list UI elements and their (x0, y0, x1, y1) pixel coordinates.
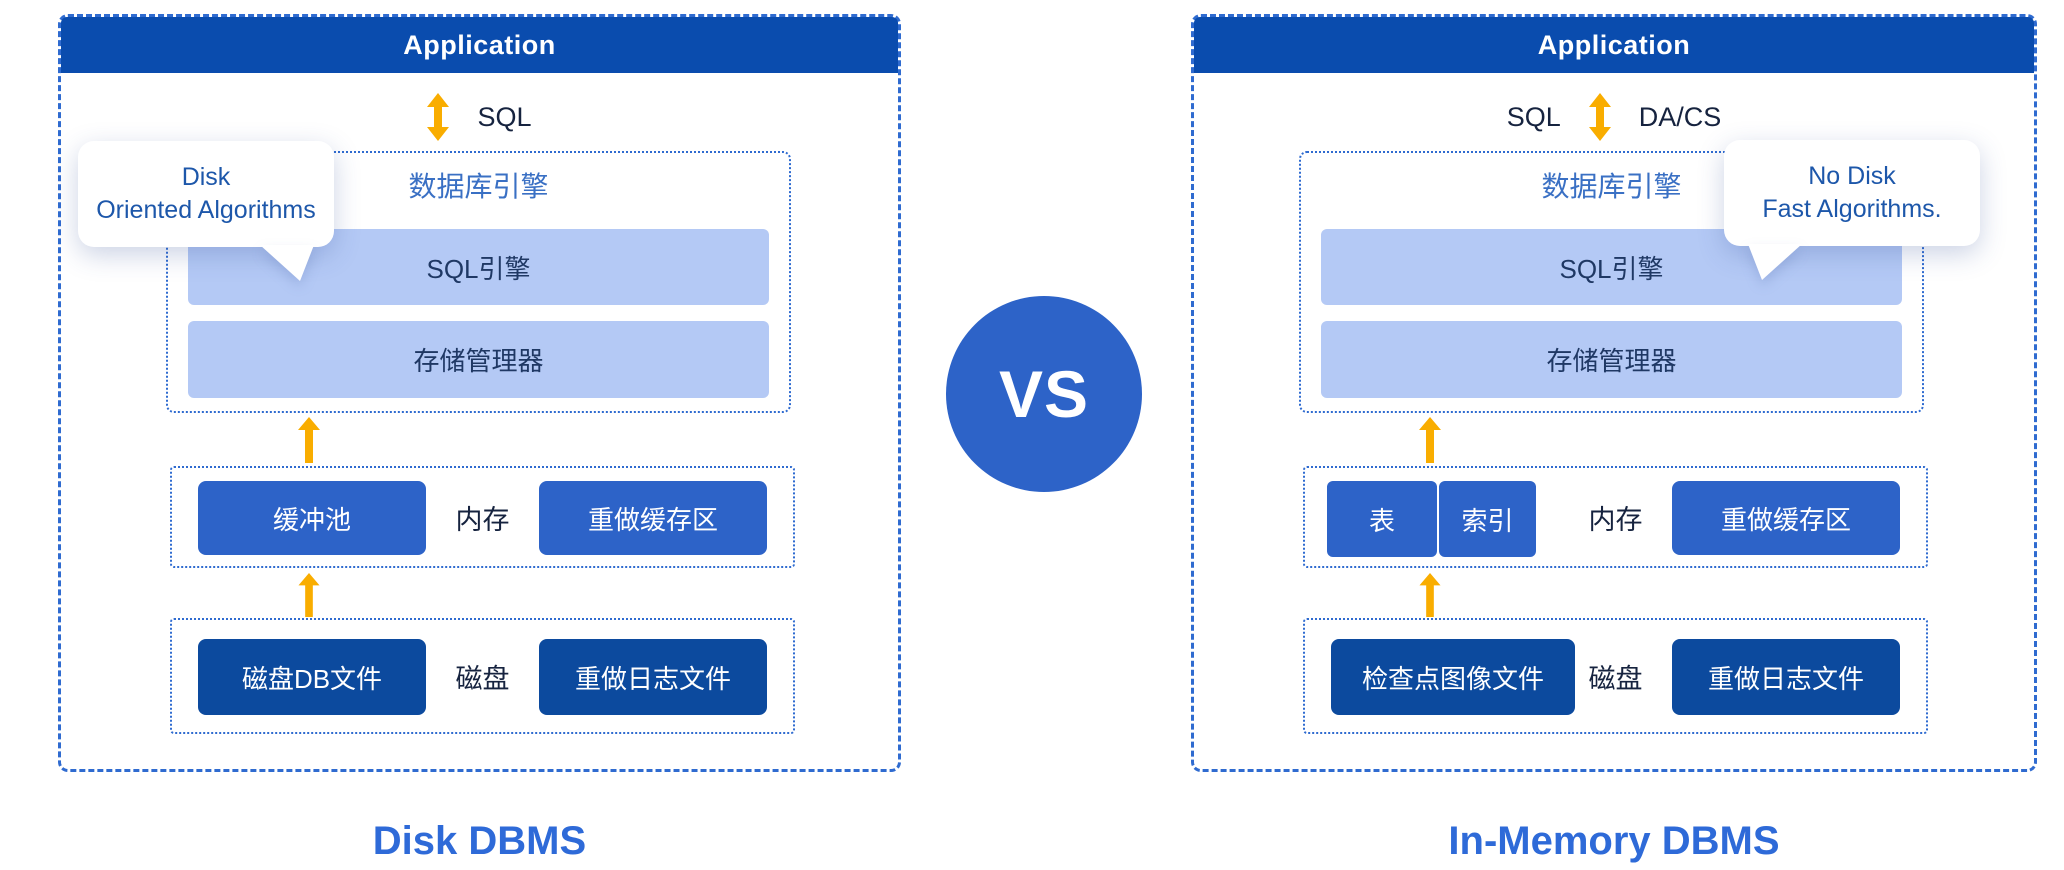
redo-log-file-box: 重做日志文件 (1672, 639, 1900, 715)
storage-manager-bar: 存储管理器 (1321, 321, 1902, 398)
memory-layer-box: 缓冲池 内存 重做缓存区 (170, 466, 795, 568)
storage-manager-bar: 存储管理器 (188, 321, 769, 398)
double-arrow-icon (427, 93, 450, 141)
callout-line: Fast Algorithms. (1762, 195, 1942, 223)
disk-layer-box: 磁盘DB文件 磁盘 重做日志文件 (170, 618, 795, 734)
sql-label: SQL (1506, 101, 1561, 132)
up-arrow-icon (1419, 417, 1441, 463)
buffer-pool-box: 缓冲池 (198, 481, 426, 555)
callout-line: No Disk (1808, 162, 1896, 190)
vs-badge: VS (946, 296, 1142, 492)
disk-dbms-panel: Application SQL 数据库引擎 SQL引擎 存储管理器 缓冲池 内存… (58, 14, 901, 772)
checkpoint-image-file-box: 检查点图像文件 (1331, 639, 1575, 715)
disk-oriented-callout: Disk Oriented Algorithms (78, 141, 334, 281)
in-memory-dbms-title: In-Memory DBMS (1448, 818, 1780, 863)
index-box: 索引 (1439, 481, 1536, 557)
table-box: 表 (1327, 481, 1437, 557)
callout-line: Oriented Algorithms (96, 196, 316, 224)
engine-title: 数据库引擎 (408, 171, 549, 202)
in-memory-dbms-panel: Application SQL DA/CS 数据库引擎 SQL引擎 存储管理器 … (1191, 14, 2037, 772)
disk-dbms-title: Disk DBMS (372, 818, 587, 863)
disk-layer-box: 检查点图像文件 磁盘 重做日志文件 (1303, 618, 1928, 734)
sql-label: SQL (477, 101, 532, 132)
no-disk-callout: No Disk Fast Algorithms. (1724, 140, 1980, 280)
sql-dacs-arrow-row: SQL DA/CS (1194, 93, 2034, 141)
callout-line: Disk (181, 163, 231, 191)
redo-log-file-box: 重做日志文件 (539, 639, 767, 715)
dacs-label: DA/CS (1638, 101, 1722, 132)
application-header: Application (61, 17, 898, 73)
callout-tail-icon (260, 245, 314, 281)
memory-layer-box: 表 索引 内存 重做缓存区 (1303, 466, 1928, 568)
up-arrow-icon (1419, 573, 1441, 617)
application-header: Application (1194, 17, 2034, 73)
double-arrow-icon (1588, 93, 1611, 141)
sql-arrow-row: SQL (61, 93, 898, 141)
redo-buffer-box: 重做缓存区 (539, 481, 767, 555)
up-arrow-icon (298, 573, 320, 617)
disk-db-file-box: 磁盘DB文件 (198, 639, 426, 715)
up-arrow-icon (298, 417, 320, 463)
engine-title: 数据库引擎 (1541, 171, 1682, 202)
callout-tail-icon (1748, 244, 1802, 280)
redo-buffer-box: 重做缓存区 (1672, 481, 1900, 555)
